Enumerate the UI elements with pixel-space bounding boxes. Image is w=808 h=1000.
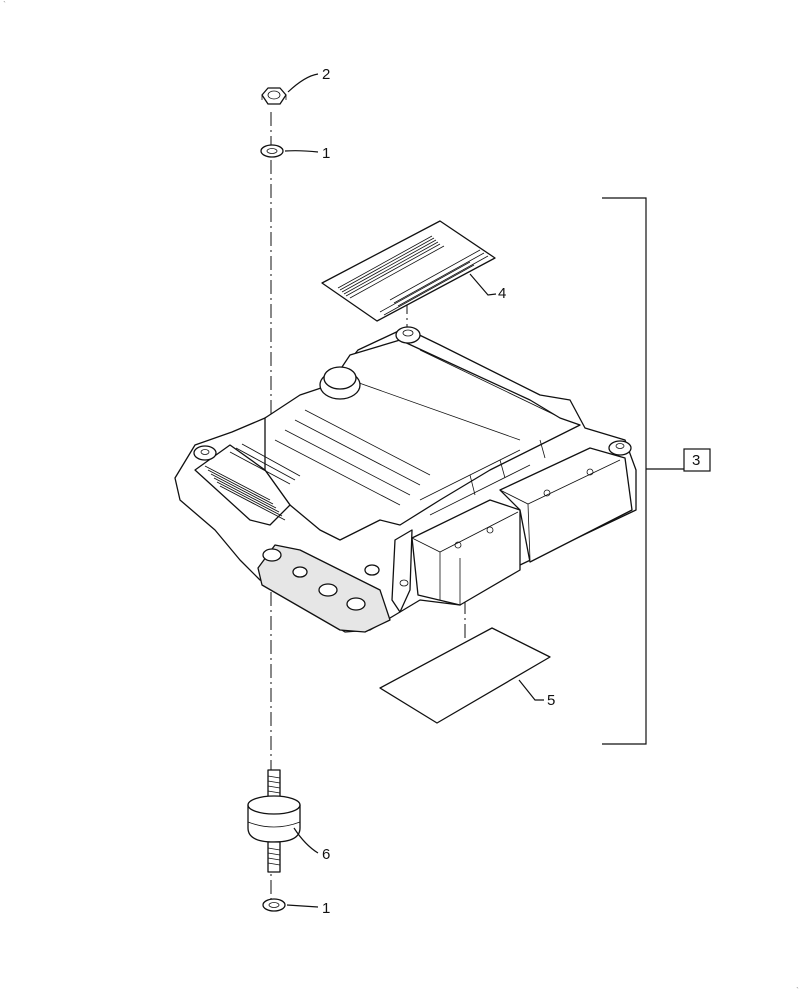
callout-1-top: 1 xyxy=(322,145,330,162)
callout-1-bottom: 1 xyxy=(322,900,330,917)
washer-top xyxy=(260,144,284,158)
leader-5 xyxy=(518,679,544,701)
hex-nut xyxy=(261,87,287,105)
corner-mark-bottom-right: ` xyxy=(796,986,799,996)
leader-1-bottom xyxy=(286,904,319,908)
corner-mark-top-left: ` xyxy=(3,0,6,10)
pad xyxy=(379,627,551,724)
leader-2 xyxy=(287,73,319,93)
leader-1-top xyxy=(284,150,319,153)
callout-3: 3 xyxy=(692,452,700,469)
callout-6: 6 xyxy=(322,846,330,863)
isolator xyxy=(247,769,301,873)
ecu-body xyxy=(174,326,637,633)
leader-6 xyxy=(293,827,319,854)
callout-5: 5 xyxy=(547,692,555,709)
callout-4: 4 xyxy=(498,285,506,302)
washer-bottom xyxy=(262,898,286,912)
callout-2: 2 xyxy=(322,66,330,83)
assembly-bracket xyxy=(602,197,647,745)
leader-4 xyxy=(469,273,497,296)
callout-box-3 xyxy=(683,448,711,472)
label-decal xyxy=(321,220,496,322)
